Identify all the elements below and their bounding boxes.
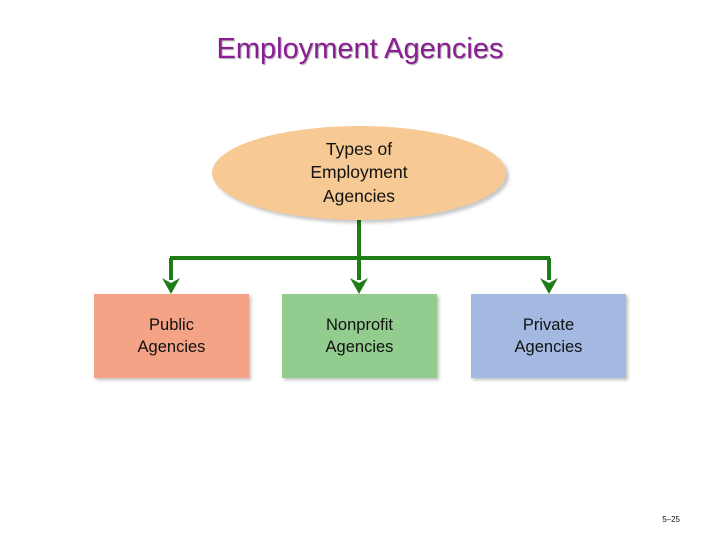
child-node-label: Nonprofit Agencies: [325, 316, 394, 356]
root-node-label: Types of Employment Agencies: [310, 138, 408, 206]
child-node-private: Private Agencies: [471, 294, 626, 378]
arrowhead-nonprofit: [350, 278, 368, 294]
root-node: Types of Employment Agencies: [212, 126, 506, 220]
arrowhead-private: [540, 278, 558, 294]
child-node-label: Public Agencies: [137, 316, 206, 356]
child-node-label: Private Agencies: [514, 316, 583, 356]
page-title: Employment Agencies: [216, 33, 504, 65]
slide-number: 5–25: [662, 515, 680, 524]
child-node-public: Public Agencies: [94, 294, 249, 378]
arrowhead-public: [162, 278, 180, 294]
child-node-nonprofit: Nonprofit Agencies: [282, 294, 437, 378]
